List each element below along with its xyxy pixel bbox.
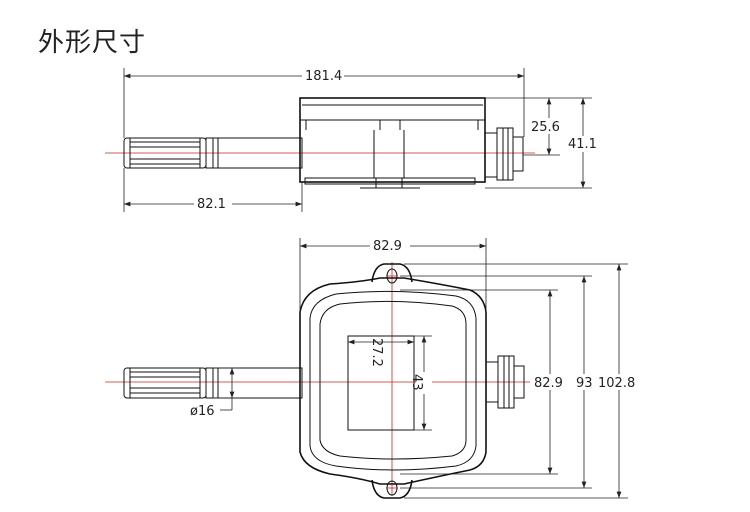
dim-window-height: 43 (409, 335, 432, 431)
dim-window-height-label: 43 (409, 374, 424, 391)
dim-probe-diameter: ø16 (190, 367, 240, 419)
dim-front-width-label: 82.9 (373, 239, 402, 254)
dim-height-inner-label: 25.6 (531, 120, 560, 135)
dim-window-width-label: 27.2 (369, 338, 384, 367)
dim-overall-length: 181.4 (123, 68, 525, 138)
dim-height-outer-label: 41.1 (568, 137, 597, 152)
mounting-ear-top (371, 263, 413, 284)
dim-window-width: 27.2 (348, 338, 414, 367)
dim-height-outer: 41.1 (485, 97, 600, 189)
dim-overall-length-label: 181.4 (305, 69, 342, 84)
dim-overall-height-label: 102.8 (598, 376, 635, 391)
front-housing-inner (309, 290, 477, 471)
dim-probe-length-label: 82.1 (197, 197, 226, 212)
side-housing (299, 97, 486, 189)
mounting-ear-bottom (371, 479, 413, 499)
dim-hole-span-label: 93 (576, 376, 593, 391)
side-cable-gland (484, 127, 524, 181)
side-probe-tube (205, 137, 303, 169)
dim-body-height-label: 82.9 (534, 376, 563, 391)
dim-hole-span: 93 (400, 275, 596, 489)
side-view: 181.4 82.1 25.6 41.1 (105, 68, 600, 212)
front-cable-gland (485, 355, 525, 409)
dim-probe-diameter-label: ø16 (190, 404, 215, 419)
front-view: 82.9 27.2 43 82.9 (105, 238, 640, 499)
front-housing-outer (299, 277, 487, 485)
display-window (347, 335, 415, 431)
page-title: 外形尺寸 (38, 28, 147, 58)
front-window-frame (319, 300, 467, 460)
dim-body-height: 82.9 (400, 289, 572, 475)
dim-front-width: 82.9 (299, 238, 487, 312)
dim-overall-height: 102.8 (404, 263, 640, 499)
dim-height-inner: 25.6 (485, 97, 568, 156)
dim-probe-length: 82.1 (123, 168, 303, 212)
front-probe (123, 367, 303, 399)
